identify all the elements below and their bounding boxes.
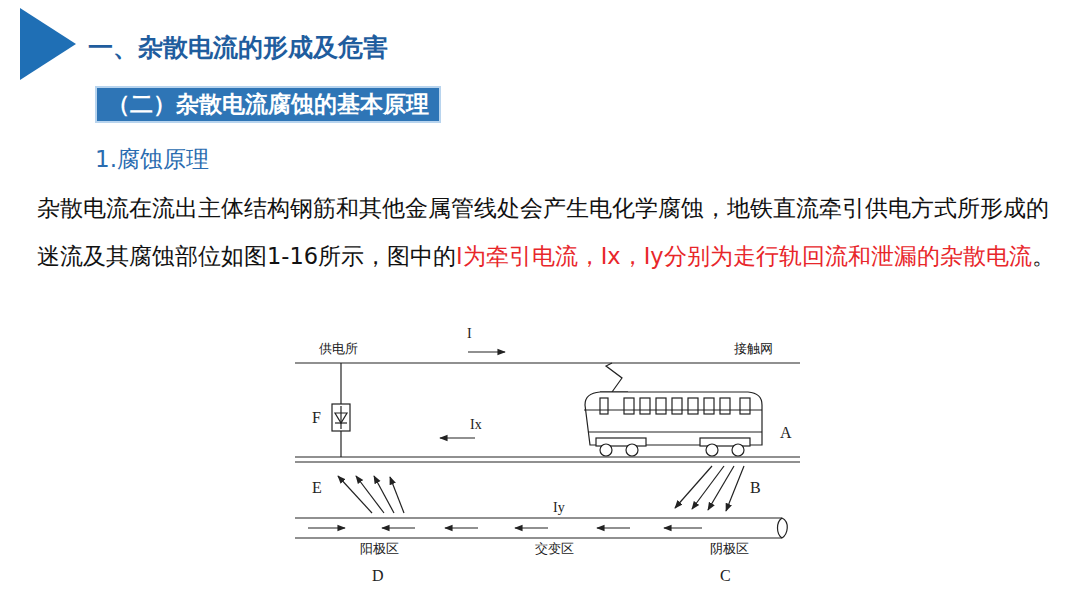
- callout-letter: A: [779, 424, 793, 442]
- slide-title: 一、杂散电流的形成及危害: [88, 31, 388, 64]
- current-label: Iy: [552, 500, 566, 516]
- circuit-drawing: [295, 352, 800, 538]
- callout-letter: F: [311, 409, 322, 427]
- highlight-text: I为牵引电流，Ix，Iy分别为走行轨回流和泄漏的杂散电流: [456, 243, 1032, 269]
- body-paragraph: 杂散电流在流出主体结构钢筋和其他金属管线处会产生电化学腐蚀，地铁直流牵引供电方式…: [37, 184, 1057, 280]
- station-label: 供电所: [318, 342, 359, 357]
- subheading: 1.腐蚀原理: [95, 144, 209, 175]
- current-label: Ix: [469, 417, 483, 433]
- callout-letter: D: [371, 567, 385, 585]
- section-band: （二）杂散电流腐蚀的基本原理: [95, 86, 441, 123]
- line-label: 接触网: [733, 342, 774, 357]
- body-text: 。: [1032, 243, 1055, 269]
- zone-label: 阳极区: [359, 542, 400, 557]
- zone-label: 阴极区: [709, 542, 750, 557]
- callout-letter: C: [719, 567, 732, 585]
- callout-letter: B: [749, 479, 762, 497]
- zone-label: 交变区: [534, 542, 575, 557]
- callout-letter: E: [311, 479, 323, 497]
- current-label: I: [466, 326, 473, 342]
- header-triangle: [20, 8, 76, 80]
- section-heading: （二）杂散电流腐蚀的基本原理: [107, 91, 429, 117]
